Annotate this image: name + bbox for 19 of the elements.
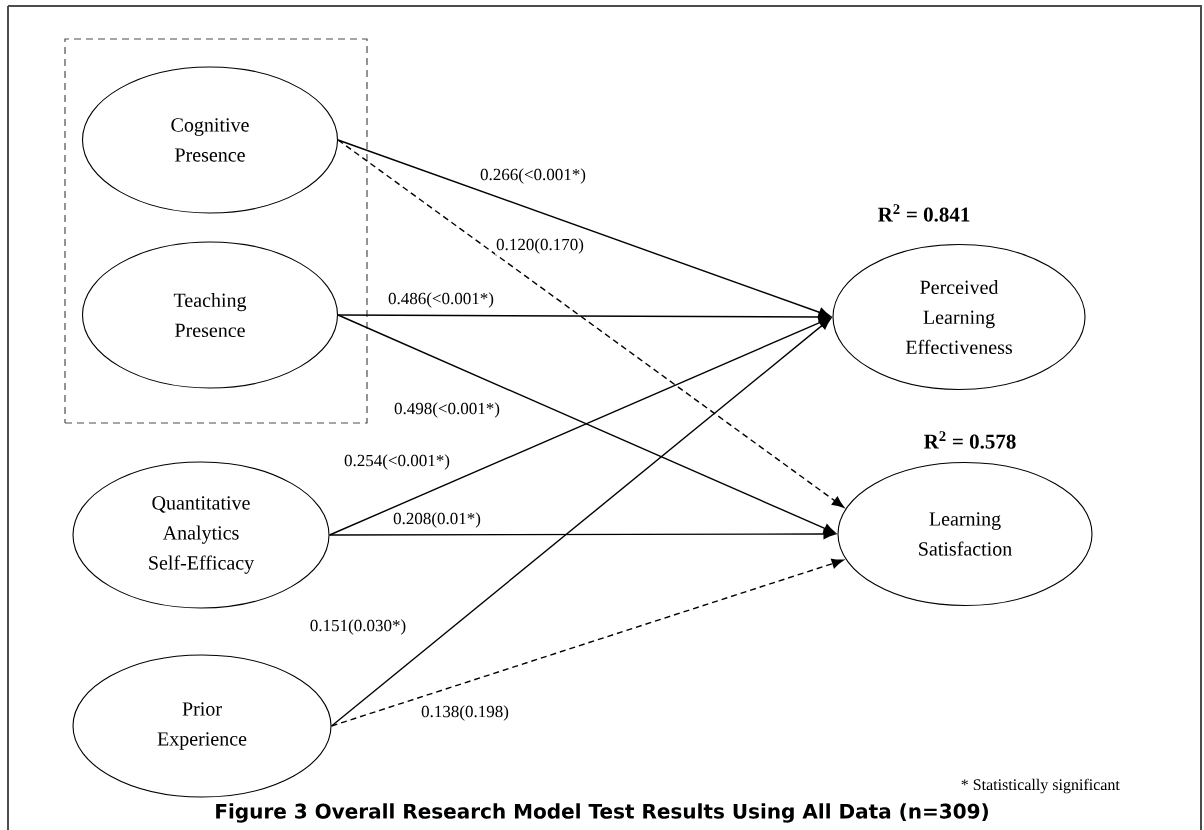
edge-label: 0.208(0.01*) (392, 511, 482, 529)
group-box (64, 38, 368, 424)
edge-label: 0.486(<0.001*) (387, 291, 495, 309)
path-arrow (337, 139, 831, 318)
path-arrow (328, 529, 836, 539)
path-arrow (330, 558, 844, 727)
path-arrow (337, 312, 831, 322)
figure-caption: Figure 3 Overall Research Model Test Results Using All Data (n=309) (216, 803, 988, 823)
path-arrow (330, 318, 832, 727)
footnote: * Statistically significant (961, 778, 1120, 794)
edge-label: 0.120(0.170) (495, 237, 585, 255)
edge-label: 0.498(<0.001*) (393, 401, 501, 419)
edge-label: 0.138(0.198) (420, 704, 510, 722)
edge-label: 0.266(<0.001*) (479, 167, 587, 185)
edge-label: 0.254(<0.001*) (343, 453, 451, 471)
r-squared-label: R$^{2}$ = 0.578 (924, 431, 1016, 449)
r-squared-label: R$^{2}$ = 0.841 (878, 204, 970, 222)
edge-label: 0.151(0.030*) (308, 618, 408, 636)
path-arrow (337, 139, 845, 508)
